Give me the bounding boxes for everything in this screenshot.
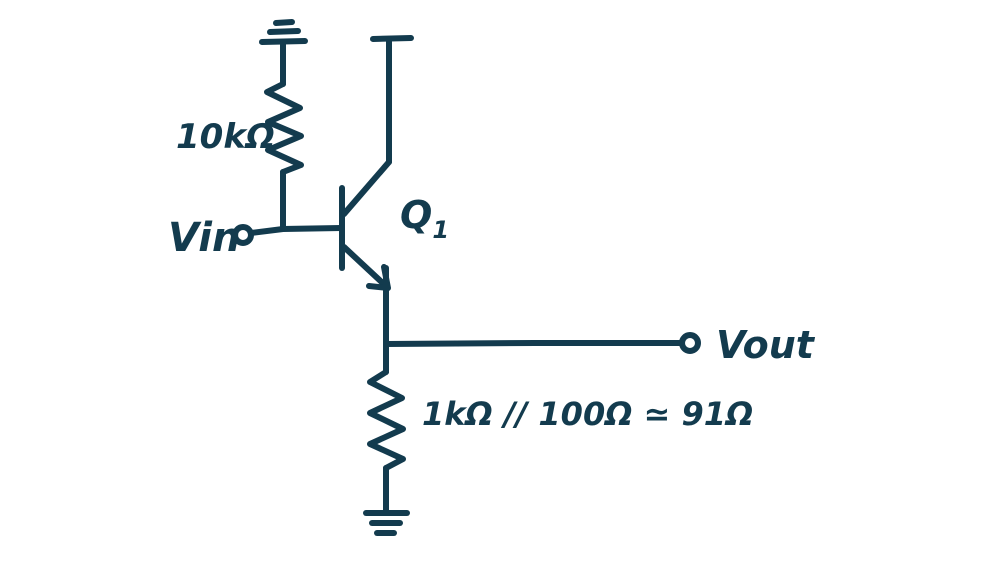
transistor-label: Q1 — [400, 193, 449, 244]
ground-symbol-bottom — [363, 510, 410, 536]
emitter-resistor-label: 1kΩ // 100Ω ≃ 91Ω — [422, 395, 753, 433]
vout-terminal — [679, 332, 701, 354]
base-resistor-label: 10kΩ — [176, 117, 275, 157]
transistor-emitter-leg — [341, 244, 390, 290]
vin-label: Vin — [168, 215, 240, 261]
transistor-collector-leg — [341, 159, 392, 217]
emitter-resistor — [367, 369, 406, 471]
collector-supply-bar — [370, 35, 414, 42]
output-wire — [383, 340, 683, 347]
vout-label: Vout — [716, 323, 816, 367]
transistor-q1 — [339, 159, 392, 291]
base-input-wire — [248, 225, 344, 236]
base-resistor — [264, 81, 304, 175]
ground-symbol-top — [259, 19, 308, 45]
